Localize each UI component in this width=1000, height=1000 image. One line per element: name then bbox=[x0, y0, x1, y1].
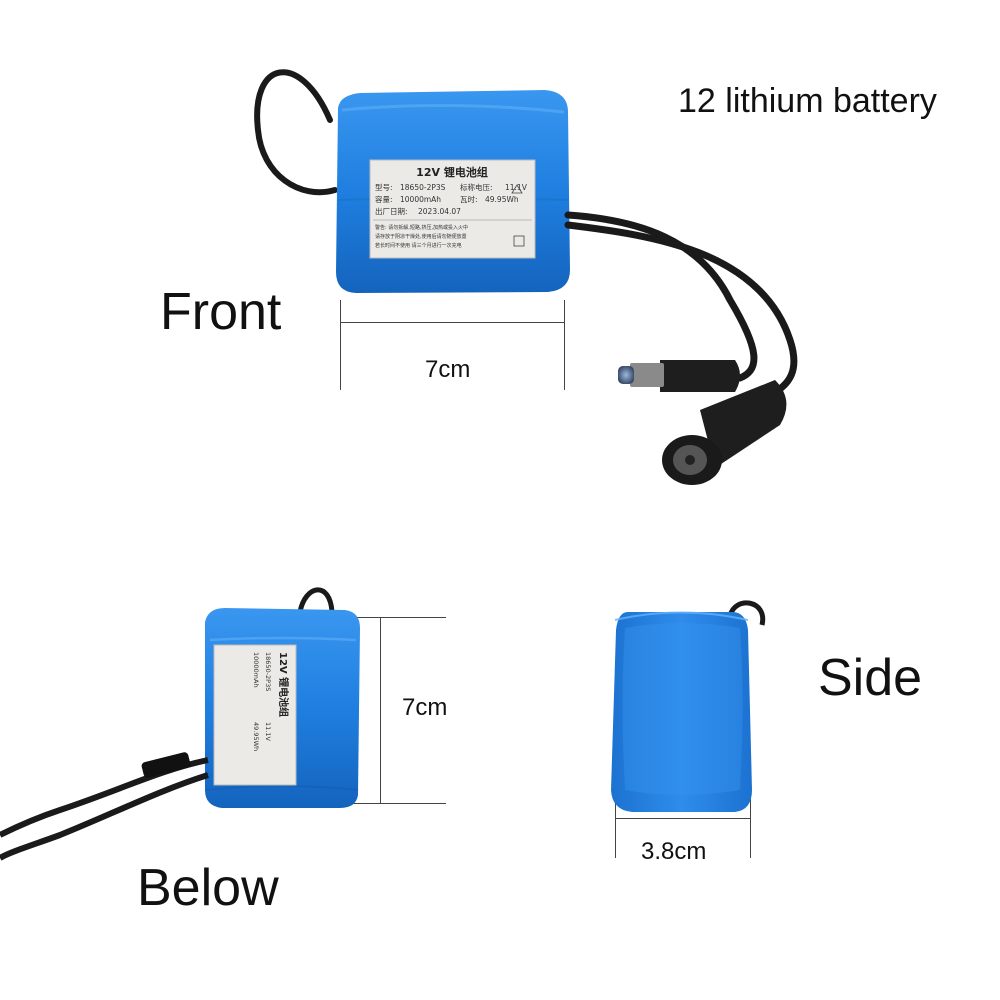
front-battery-label bbox=[369, 159, 536, 259]
below-dimension-value: 7cm bbox=[402, 694, 448, 721]
dc-female-jack bbox=[662, 380, 787, 485]
front-dimension-line bbox=[340, 322, 565, 323]
front-dimension-tick-right bbox=[564, 300, 565, 390]
recycle-icon bbox=[511, 184, 523, 194]
front-label-voltage-value: 11.1V bbox=[505, 183, 528, 192]
below-dimension-line bbox=[380, 617, 381, 803]
front-label-model-value: 18650-2P3S bbox=[400, 183, 446, 192]
below-battery: 12V 锂电池组 18650-2P3S 10000mAh 11.1V 49.95… bbox=[0, 587, 360, 861]
front-label-warning-3: 若长时间不使用 请三个月进行一次充电 bbox=[375, 242, 462, 249]
below-battery-label bbox=[213, 644, 297, 786]
front-cable-2 bbox=[564, 221, 798, 399]
below-label-capacity: 10000mAh bbox=[252, 652, 260, 688]
below-dimension-tick-bottom bbox=[332, 803, 446, 804]
below-label-energy: 49.95Wh bbox=[252, 722, 260, 751]
below-cable-loop bbox=[297, 587, 335, 613]
side-battery-body bbox=[611, 612, 752, 812]
front-label-heading: 12V 锂电池组 bbox=[416, 165, 488, 179]
side-dimension-line bbox=[615, 818, 751, 819]
below-label-model: 18650-2P3S bbox=[264, 652, 272, 691]
front-cable-1 bbox=[564, 211, 758, 382]
dc-male-plug bbox=[618, 360, 740, 392]
side-dimension-tick-left bbox=[615, 790, 616, 858]
side-battery-panel bbox=[622, 623, 743, 795]
front-label-energy-key: 瓦时: bbox=[460, 194, 478, 204]
below-cable-sleeve bbox=[141, 752, 191, 778]
front-label-voltage-key: 标称电压: bbox=[460, 182, 493, 192]
side-battery bbox=[611, 600, 766, 812]
below-label-heading: 12V 锂电池组 bbox=[277, 652, 290, 717]
front-dimension-tick-left bbox=[340, 300, 341, 390]
bin-icon bbox=[513, 235, 525, 247]
side-dimension-value: 3.8cm bbox=[641, 838, 707, 865]
below-dimension-tick-top bbox=[332, 617, 446, 618]
front-cable-loop bbox=[254, 69, 338, 196]
front-battery: 12V 锂电池组 型号: 18650-2P3S 标称电压: 11.1V 容量: … bbox=[254, 69, 798, 485]
below-label-voltage: 11.1V bbox=[264, 722, 272, 741]
side-view-label: Side bbox=[818, 649, 923, 707]
front-label-warning-2: 请存放于阴凉干燥处,使用后请勿随便放置 bbox=[375, 233, 467, 240]
below-cable-2 bbox=[0, 772, 209, 861]
front-label-capacity-value: 10000mAh bbox=[400, 195, 441, 204]
front-label-model-key: 型号: bbox=[375, 183, 393, 192]
front-view-label: Front bbox=[160, 283, 282, 341]
front-label-date-value: 2023.04.07 bbox=[418, 207, 461, 216]
page-title: 12 lithium battery bbox=[678, 82, 937, 120]
front-label-energy-value: 49.95Wh bbox=[485, 195, 519, 204]
front-dimension-value: 7cm bbox=[425, 356, 471, 383]
front-label-capacity-key: 容量: bbox=[375, 194, 393, 204]
front-label-warning-1: 警告: 请勿拆解,短路,挤压,加热或投入火中 bbox=[375, 224, 468, 231]
below-cable-1 bbox=[0, 757, 209, 838]
side-dimension-tick-right bbox=[750, 790, 751, 858]
front-label-date-key: 出厂日期: bbox=[375, 206, 408, 216]
below-view-label: Below bbox=[137, 859, 279, 917]
side-cable-loop bbox=[727, 600, 766, 626]
